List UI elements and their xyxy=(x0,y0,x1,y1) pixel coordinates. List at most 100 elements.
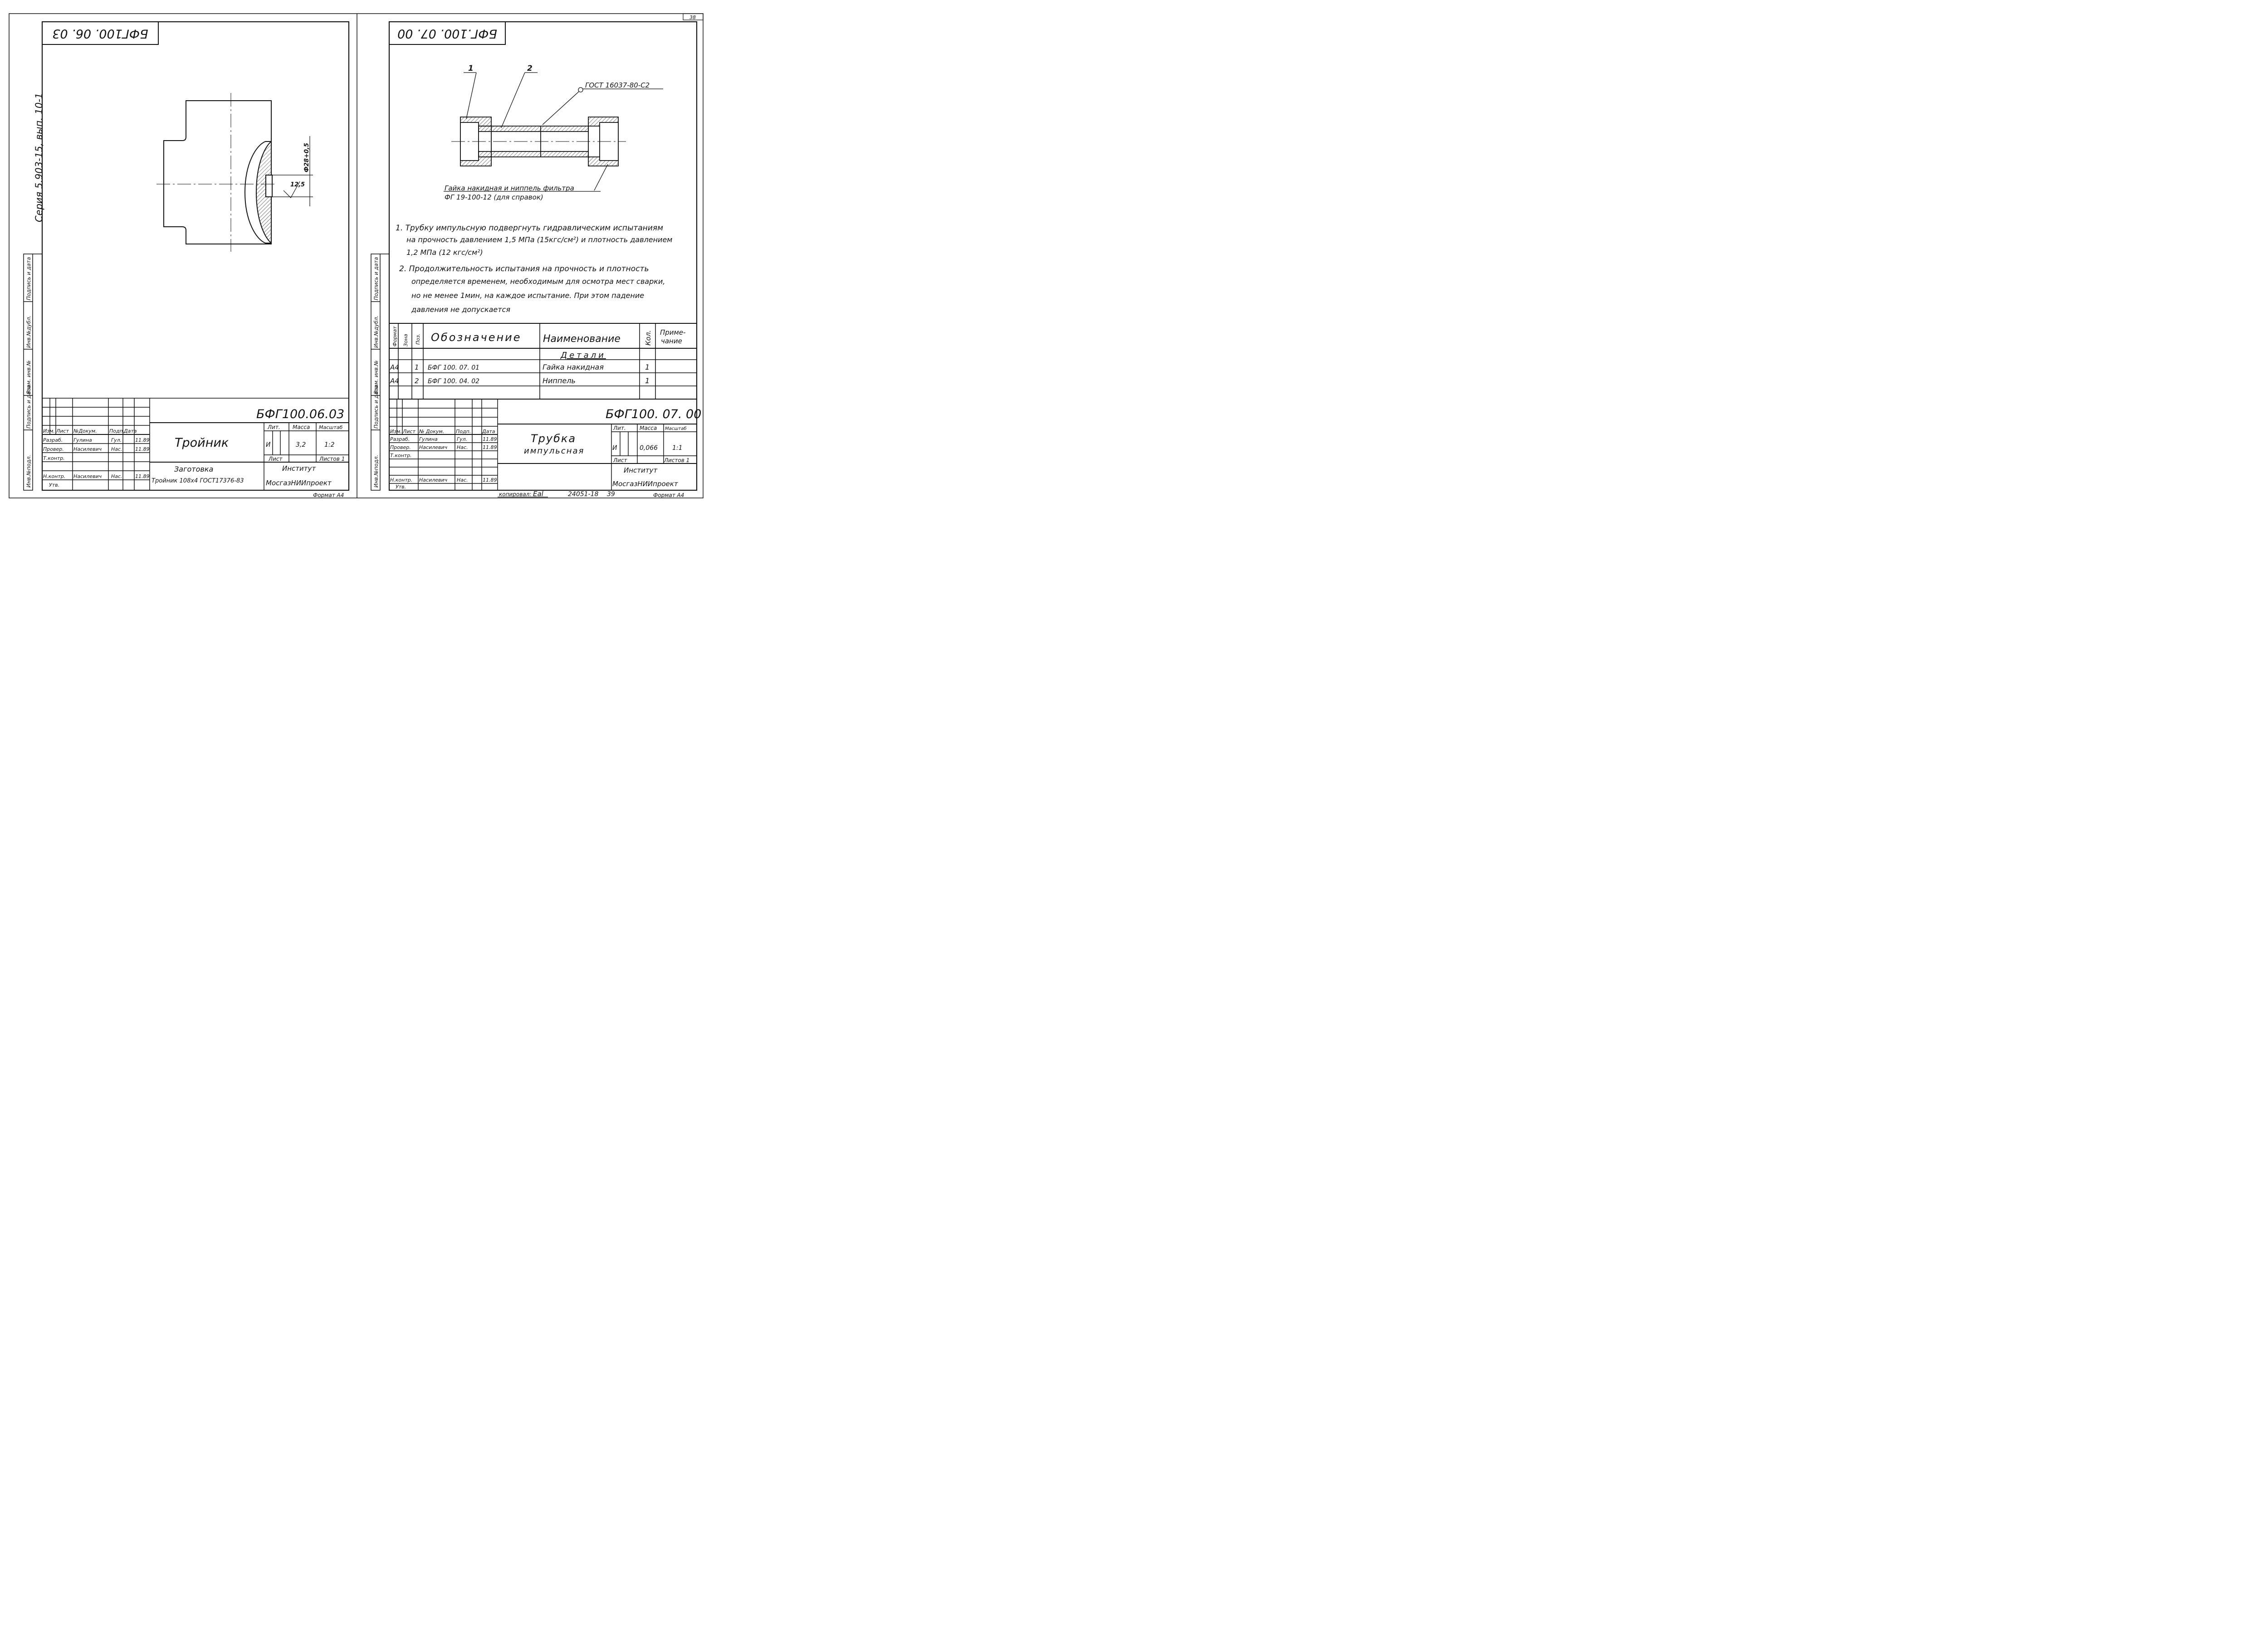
right-col-3: Взам. инв.№ xyxy=(373,361,379,394)
left-org-2: МосгазНИИпроект xyxy=(266,479,332,487)
right-row-date: 11.89 xyxy=(483,444,497,450)
right-col-4: Инв.№дубл. xyxy=(373,316,379,348)
right-row-person: Насилевич xyxy=(419,444,448,450)
left-part-name: Тройник xyxy=(175,436,229,450)
note-line-3: 1,2 МПа (12 кгс/см²) xyxy=(406,248,483,257)
right-hdr-sign: Подп. xyxy=(456,429,471,434)
left-col-5: Подпись и дата xyxy=(25,257,32,300)
corner-number: 38 xyxy=(689,15,696,20)
spec-row-pos: 2 xyxy=(415,377,419,385)
spec-row-name: Гайка накидная xyxy=(543,363,604,371)
left-hdr-sign: Подп. xyxy=(109,428,124,434)
right-row-role: Разраб. xyxy=(390,436,410,442)
right-hdr-date: Дата xyxy=(482,429,495,434)
callout-leaders xyxy=(464,72,663,191)
note-line-2: на прочность давлением 1,5 МПа (15кгс/см… xyxy=(406,235,672,244)
tee-blank-drawing xyxy=(163,100,273,244)
left-title-block xyxy=(42,398,349,491)
left-lit-value: И xyxy=(266,441,271,449)
series-label: Серия 5.903-15, вып. 10-1 xyxy=(34,93,44,222)
note-line-1: 1. Трубку импульсную подвергнуть гидравл… xyxy=(396,224,663,233)
spec-hdr-note-1: Приме- xyxy=(660,328,686,337)
left-row-role: Разраб. xyxy=(43,437,63,443)
left-mass-label: Масса xyxy=(293,424,310,430)
left-dimension-roughness: 12,5 xyxy=(290,181,305,188)
right-sheets-label: Листов 1 xyxy=(664,457,689,463)
left-row-date: 11.89 xyxy=(135,446,150,452)
right-col-5: Подпись и дата xyxy=(373,257,379,300)
right-hdr-list: Лист xyxy=(402,429,415,434)
right-row-date: 11.89 xyxy=(483,436,497,442)
right-col-2: Подпись и дата xyxy=(373,385,379,429)
drawing-sheet: 38 Серия 5.903-15, вып. 10-1 Инв.№подл. … xyxy=(9,13,704,498)
left-sheet-label: Лист xyxy=(268,456,283,462)
left-row-role: Т.контр. xyxy=(43,455,65,461)
right-row-role: Утв. xyxy=(396,484,406,490)
spec-row-qty: 1 xyxy=(645,376,650,385)
outer-frame xyxy=(9,13,704,498)
right-lit-value: И xyxy=(612,444,617,452)
corner-box xyxy=(683,13,704,20)
spec-row-qty: 1 xyxy=(645,363,650,371)
right-hdr-doc: № Докум. xyxy=(419,429,444,434)
left-hdr-izm: Изм. xyxy=(43,428,55,434)
left-row-person: Гулина xyxy=(73,437,92,443)
left-dimension xyxy=(272,136,313,206)
right-lit-label: Лит. xyxy=(613,425,626,431)
right-row-role: Т.контр. xyxy=(390,453,412,458)
left-col-4: Инв.№дубл. xyxy=(25,316,32,348)
right-row-sign: Нас. xyxy=(457,477,468,483)
right-sheet-label: Лист xyxy=(613,457,627,463)
left-material-2: Тройник 108х4 ГОСТ17376-83 xyxy=(152,478,244,484)
left-row-date: 11.89 xyxy=(135,473,150,479)
spec-hdr-name: Наименование xyxy=(543,333,621,345)
left-row-sign: Нас. xyxy=(111,473,122,479)
spec-hdr-code: Обозначение xyxy=(431,331,522,344)
spec-row-pos: 1 xyxy=(415,363,419,371)
copier-sign: Еаl xyxy=(533,490,544,498)
right-mass-label: Масса xyxy=(640,425,657,431)
right-side-columns xyxy=(371,254,381,491)
spec-row-code: БФГ 100. 04. 02 xyxy=(428,378,479,385)
right-row-sign: Нас. xyxy=(457,444,468,450)
spec-row-code: БФГ 100. 07. 01 xyxy=(428,364,479,371)
left-org-1: Институт xyxy=(282,464,316,473)
right-scale-value: 1:1 xyxy=(672,444,683,452)
spec-hdr-qty: Кол. xyxy=(644,330,652,346)
left-row-role: Провер. xyxy=(43,446,64,452)
left-hdr-date: Дата xyxy=(123,428,137,434)
left-hdr-list: Лист xyxy=(56,428,69,434)
left-lit-label: Лит. xyxy=(267,424,280,430)
right-org-1: Институт xyxy=(624,466,658,474)
note-line-5: определяется временем, необходимым для о… xyxy=(411,277,665,286)
spec-row-format: А4 xyxy=(390,377,399,385)
reference-line-2: ФГ 19-100-12 (для справок) xyxy=(445,193,543,201)
right-code: БФГ100. 07. 00 xyxy=(606,407,701,421)
left-sheets-label: Листов 1 xyxy=(319,456,345,462)
spec-hdr-zone: Зона xyxy=(403,334,409,346)
left-stamp-code: БФГ100. 06. 03 xyxy=(52,27,148,41)
left-row-sign: Нас. xyxy=(111,446,122,452)
right-row-person: Гулина xyxy=(419,436,438,442)
right-row-person: Насилевич xyxy=(419,477,448,483)
right-format: Формат А4 xyxy=(653,492,684,498)
right-row-sign: Гул. xyxy=(457,436,467,442)
left-row-person: Насилевич xyxy=(73,473,102,479)
spec-hdr-format: Формат xyxy=(392,326,398,346)
spec-row-name: Ниппель xyxy=(543,376,576,385)
left-row-person: Насилевич xyxy=(73,446,102,452)
copied-by-label: копировал: xyxy=(499,491,531,498)
right-title-block xyxy=(389,399,697,491)
right-hdr-izm: Изм. xyxy=(390,429,402,434)
right-stamp-code: БФГ.100. 07. 00 xyxy=(397,27,497,41)
page-number: 39 xyxy=(607,491,615,498)
left-stamp-box xyxy=(42,21,159,45)
left-dimension-diameter: Ф28+0,5 xyxy=(303,143,310,172)
inventory-number: 24051-18 xyxy=(568,491,598,498)
note-line-4: 2. Продолжительность испытания на прочно… xyxy=(399,264,649,273)
left-col-2: Подпись и дата xyxy=(25,385,32,429)
callout-1: 1 xyxy=(468,64,474,73)
left-material-1: Заготовка xyxy=(174,465,213,473)
right-scale-label: Масштаб xyxy=(665,426,687,431)
weld-standard: ГОСТ 16037-80-С2 xyxy=(585,81,650,89)
